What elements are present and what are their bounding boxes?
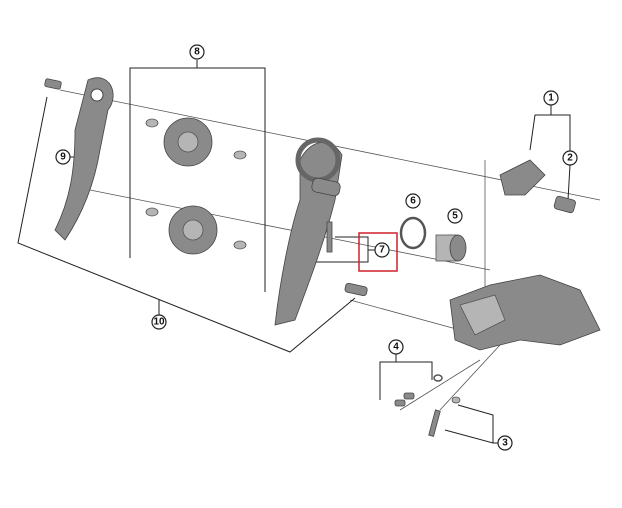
callout-7[interactable]: 7 <box>374 242 390 258</box>
lower-pulley <box>168 205 218 255</box>
callout-4[interactable]: 4 <box>388 339 404 355</box>
callout-8[interactable]: 8 <box>189 44 205 60</box>
svg-text:1: 1 <box>548 93 554 104</box>
bracket-10 <box>17 96 356 353</box>
bracket-1 <box>529 105 571 201</box>
bracket-7 <box>315 236 375 263</box>
svg-text:4: 4 <box>393 342 399 353</box>
svg-text:8: 8 <box>194 47 200 58</box>
svg-text:7: 7 <box>379 245 385 256</box>
callout-9[interactable]: 9 <box>55 149 71 165</box>
svg-text:2: 2 <box>567 153 573 164</box>
callout-6[interactable]: 6 <box>405 193 421 209</box>
parts <box>44 77 601 437</box>
bracket-4 <box>379 354 433 400</box>
spring <box>435 234 467 262</box>
callout-5[interactable]: 5 <box>447 208 463 224</box>
bracket-3 <box>444 404 498 444</box>
svg-text:5: 5 <box>452 211 458 222</box>
upper-pulley <box>163 117 213 167</box>
svg-text:9: 9 <box>60 152 66 163</box>
callout-10[interactable]: 10 <box>151 314 167 330</box>
callout-2[interactable]: 2 <box>562 150 578 166</box>
svg-text:10: 10 <box>153 317 165 328</box>
callout-1[interactable]: 1 <box>543 90 559 106</box>
svg-text:3: 3 <box>502 438 508 449</box>
derailleur-body <box>449 274 601 351</box>
callout-3[interactable]: 3 <box>497 435 513 451</box>
bracket-8 <box>129 60 266 292</box>
highlight-box-7 <box>358 232 398 272</box>
svg-text:6: 6 <box>410 196 416 207</box>
inner-plate <box>54 77 114 241</box>
